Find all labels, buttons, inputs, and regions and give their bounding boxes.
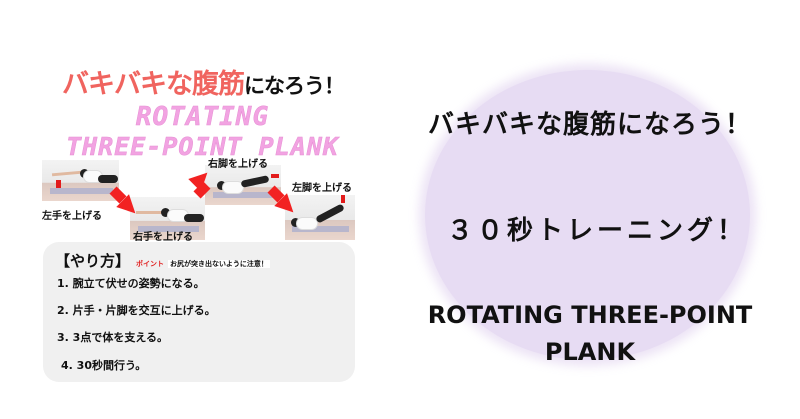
headline-catchphrase: バキバキな腹筋になろう！ <box>427 110 752 140</box>
photo-label: 左脚を上げる <box>292 183 352 194</box>
thumbnail-title: バキバキな腹筋になろう！ <box>38 62 368 101</box>
point-note: お尻が突き出ないように注意！ <box>168 260 270 268</box>
photo-label: 左手を上げる <box>42 211 102 222</box>
instruction-step: 2. 片手・片脚を交互に上げる。 <box>57 304 216 317</box>
exercise-photo-right-hand <box>130 197 205 240</box>
down-arrow-icon <box>341 195 345 203</box>
background-circle <box>425 70 750 360</box>
instructions-title: 【やり方】 <box>55 252 131 270</box>
headline-exercise-name-2: PLANK <box>544 338 636 366</box>
photo-label: 右手を上げる <box>133 232 193 243</box>
instruction-step: 4. 30秒間行う。 <box>61 359 147 372</box>
instruction-step: 3. 3点で体を支える。 <box>57 331 168 344</box>
thumbnail-title-dark: になろう！ <box>244 74 345 98</box>
headline-duration: ３０秒トレーニング！ <box>446 216 747 246</box>
exercise-thumbnail: バキバキな腹筋になろう！ ROTATING THREE-POINT PLANK <box>30 40 375 395</box>
exercise-photo-left-leg <box>285 195 355 240</box>
thumbnail-subtitle-2: THREE-POINT PLANK <box>66 132 339 162</box>
exercise-photo-left-hand <box>42 160 119 201</box>
exercise-photo-right-leg <box>205 165 281 205</box>
left-arrow-icon <box>271 174 279 178</box>
instruction-step: 1. 腕立て伏せの姿勢になる。 <box>57 277 205 290</box>
point-label: ポイント <box>136 260 165 268</box>
instructions-header: 【やり方】ポイントお尻が突き出ないように注意！ <box>55 250 270 271</box>
headline-exercise-name-1: ROTATING THREE-POINT <box>427 301 753 329</box>
up-arrow-icon <box>56 180 61 188</box>
instructions-box: 【やり方】ポイントお尻が突き出ないように注意！ 1. 腕立て伏せの姿勢になる。 … <box>43 242 355 382</box>
thumbnail-subtitle-1: ROTATING <box>135 102 270 133</box>
thumbnail-title-red: バキバキな腹筋 <box>62 69 245 100</box>
photo-label: 右脚を上げる <box>208 159 268 170</box>
